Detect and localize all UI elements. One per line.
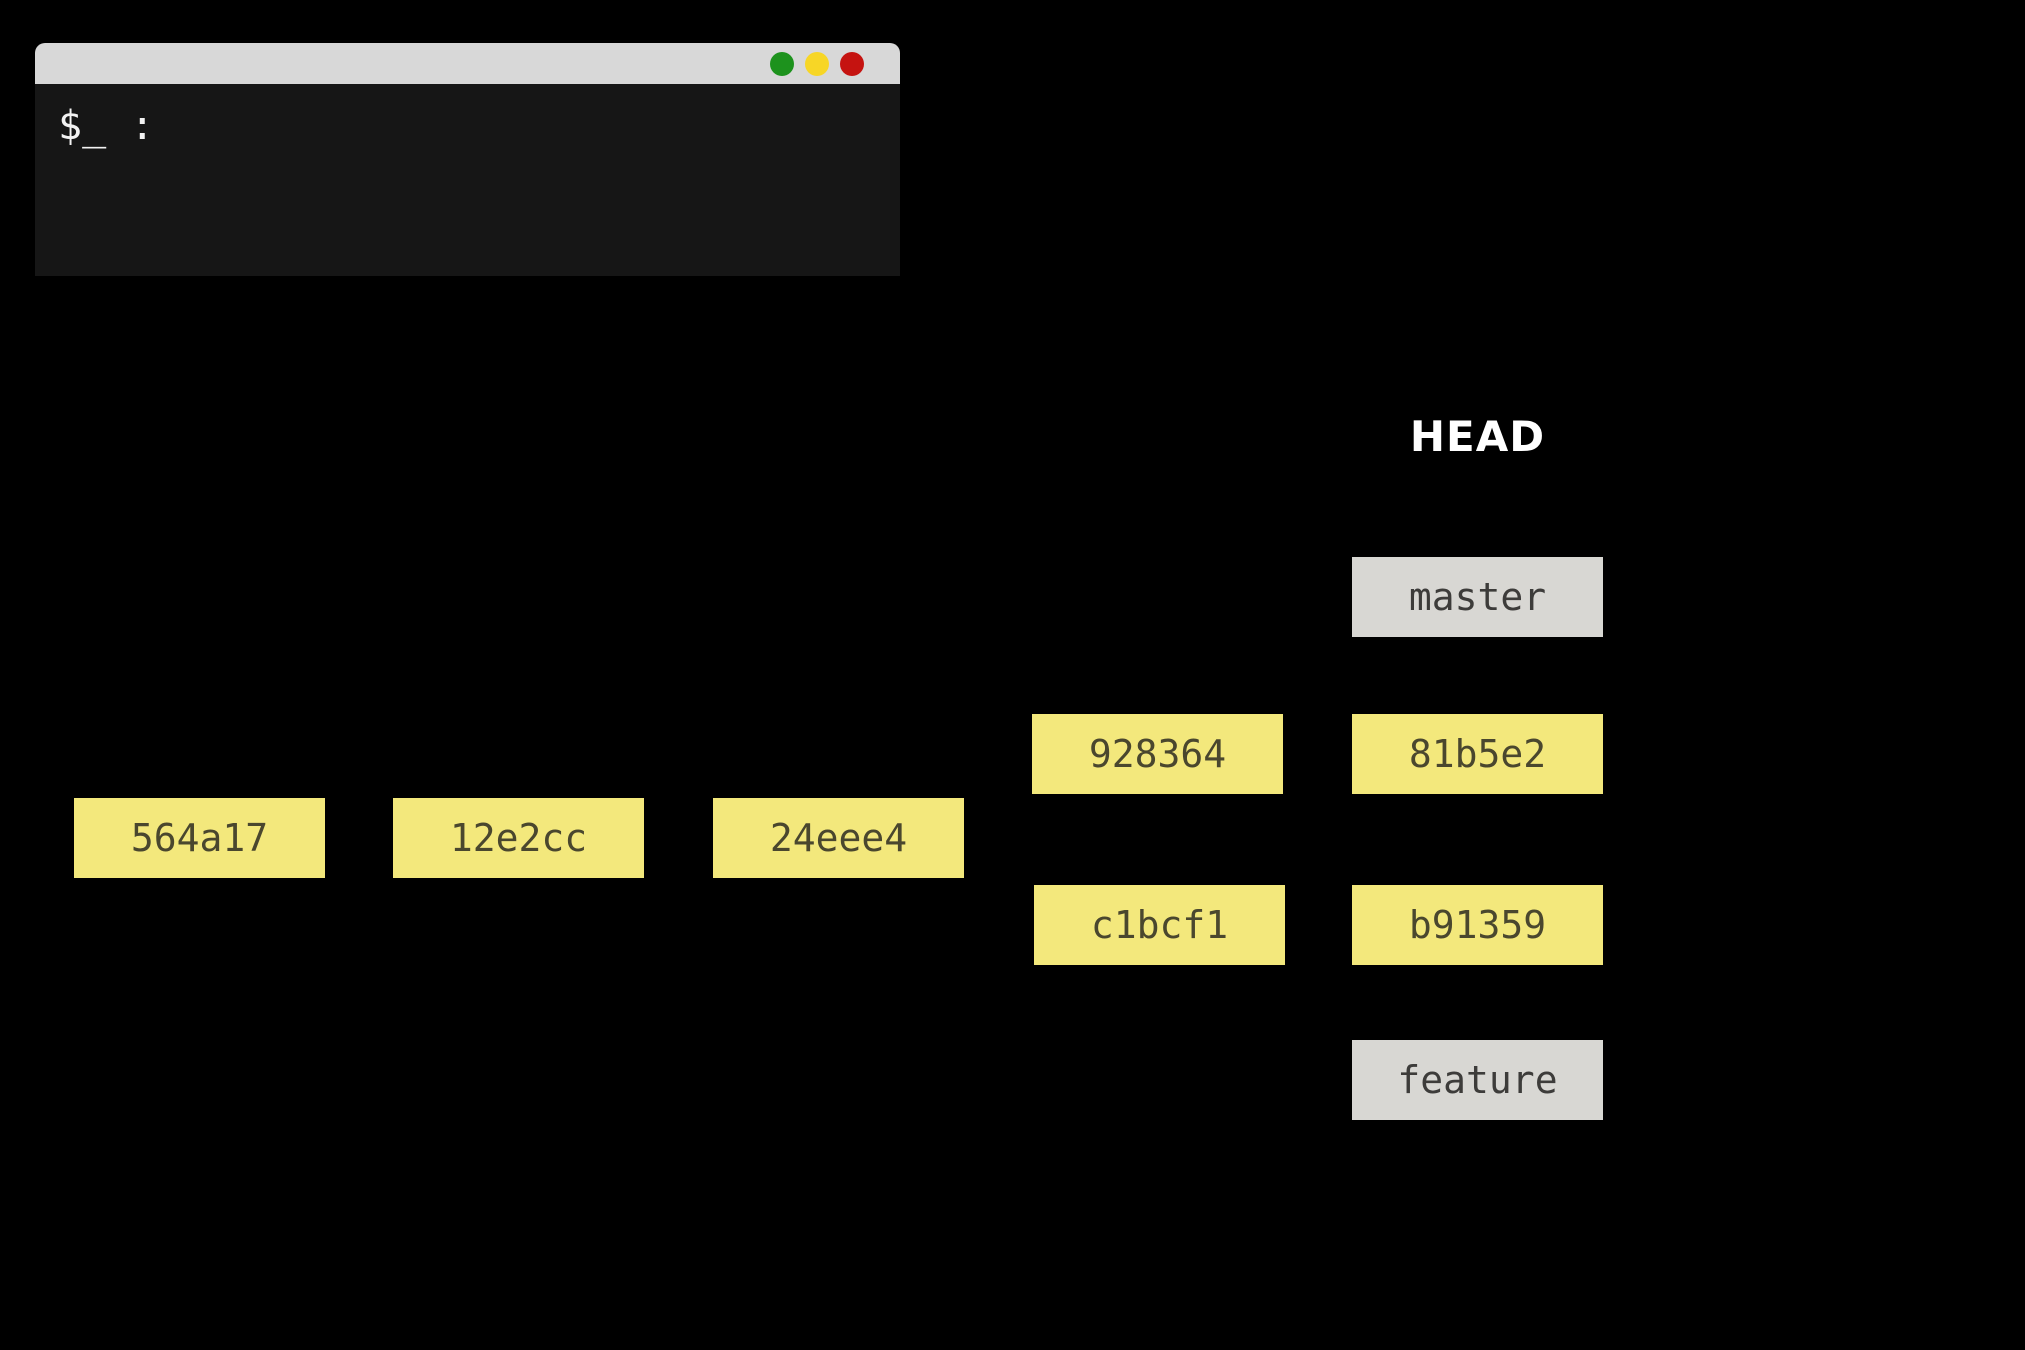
terminal-body: $_ : — [35, 84, 900, 276]
branch-label-master: master — [1352, 557, 1603, 637]
yellow-window-button-icon[interactable] — [805, 52, 829, 76]
terminal-prompt: $_ : — [58, 103, 155, 149]
commit-node-928364: 928364 — [1032, 714, 1283, 794]
window-controls — [770, 52, 864, 76]
commit-node-c1bcf1: c1bcf1 — [1034, 885, 1285, 965]
red-window-button-icon[interactable] — [840, 52, 864, 76]
green-window-button-icon[interactable] — [770, 52, 794, 76]
terminal-window: $_ : — [35, 43, 900, 276]
commit-node-12e2cc: 12e2cc — [393, 798, 644, 878]
terminal-titlebar — [35, 43, 900, 84]
commit-node-24eee4: 24eee4 — [713, 798, 964, 878]
commit-node-81b5e2: 81b5e2 — [1352, 714, 1603, 794]
branch-label-feature: feature — [1352, 1040, 1603, 1120]
head-label: HEAD — [1409, 412, 1546, 461]
commit-node-b91359: b91359 — [1352, 885, 1603, 965]
commit-node-564a17: 564a17 — [74, 798, 325, 878]
